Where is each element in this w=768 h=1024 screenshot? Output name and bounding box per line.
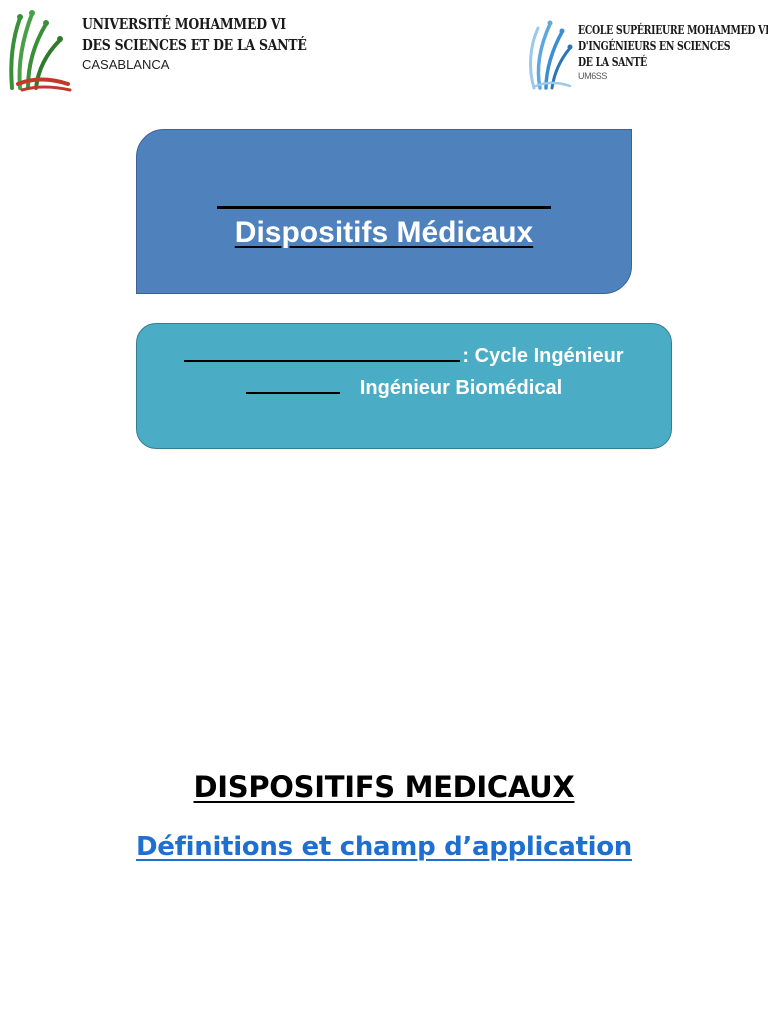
program-box: : Cycle Ingénieur Ingénieur Biomédical xyxy=(136,323,672,449)
esmiss-school-logo-icon xyxy=(529,20,573,90)
university-city: CASABLANCA xyxy=(82,57,170,72)
title-blank-rule xyxy=(217,206,551,209)
blank-field-1 xyxy=(184,342,461,362)
school-name-line1: ECOLE SUPÉRIEURE MOHAMMED VI xyxy=(578,23,768,37)
school-name-line2: D'INGÉNIEURS EN SCIENCES xyxy=(578,39,731,53)
subsection-link[interactable]: Définitions et champ d’application xyxy=(136,832,632,862)
program-line2-text: Ingénieur Biomédical xyxy=(359,377,563,399)
title-box: Dispositifs Médicaux xyxy=(136,129,632,294)
subsection-heading: Définitions et champ d’application xyxy=(0,832,768,862)
program-line1: : Cycle Ingénieur xyxy=(137,342,671,368)
school-logo: ECOLE SUPÉRIEURE MOHAMMED VI D'INGÉNIEUR… xyxy=(526,14,768,94)
blank-field-2 xyxy=(245,374,340,394)
program-line1-text: : Cycle Ingénieur xyxy=(462,345,624,367)
university-name-line2: DES SCIENCES ET DE LA SANTÉ xyxy=(82,37,307,54)
section-heading: DISPOSITIFS MEDICAUX xyxy=(0,770,768,804)
document-title-text: Dispositifs Médicaux xyxy=(234,216,534,249)
university-name-line1: UNIVERSITÉ MOHAMMED VI xyxy=(82,16,286,33)
section-heading-text: DISPOSITIFS MEDICAUX xyxy=(193,770,575,804)
school-acronym: UM6SS xyxy=(578,71,608,81)
document-title: Dispositifs Médicaux xyxy=(137,216,631,250)
school-name-line3: DE LA SANTÉ xyxy=(578,55,647,69)
program-line2: Ingénieur Biomédical xyxy=(137,374,671,400)
university-logo: UNIVERSITÉ MOHAMMED VI DES SCIENCES ET D… xyxy=(6,4,307,92)
university-name: UNIVERSITÉ MOHAMMED VI DES SCIENCES ET D… xyxy=(82,14,343,74)
umsss-university-logo-icon xyxy=(9,10,72,92)
school-name: ECOLE SUPÉRIEURE MOHAMMED VI D'INGÉNIEUR… xyxy=(578,22,768,82)
